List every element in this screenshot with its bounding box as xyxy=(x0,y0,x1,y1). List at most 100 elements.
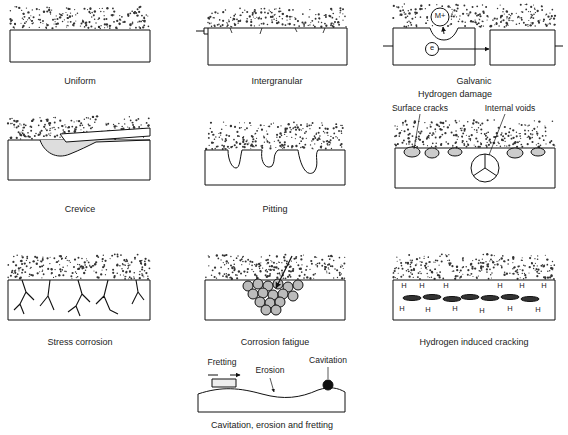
speckle-dot xyxy=(77,264,78,265)
speckle-dot xyxy=(235,147,236,148)
speckle-dot xyxy=(232,271,234,273)
speckle-dot xyxy=(245,140,247,142)
speckle-dot xyxy=(148,117,150,119)
speckle-dot xyxy=(544,125,545,126)
speckle-dot xyxy=(24,271,26,273)
speckle-dot xyxy=(76,120,77,121)
speckle-dot xyxy=(338,130,340,132)
speckle-dot xyxy=(504,271,506,273)
speckle-dot xyxy=(404,12,405,13)
speckle-dot xyxy=(516,23,518,25)
speckle-dot xyxy=(303,25,305,27)
speckle-dot xyxy=(48,9,50,11)
speckle-dot xyxy=(295,257,297,259)
speckle-dot xyxy=(227,277,228,278)
speckle-dot xyxy=(451,13,453,15)
speckle-dot xyxy=(66,26,67,27)
speckle-dot xyxy=(312,138,314,140)
speckle-dot xyxy=(250,19,251,20)
speckle-dot xyxy=(305,269,307,271)
speckle-dot xyxy=(552,268,553,269)
speckle-dot xyxy=(298,25,300,27)
speckle-dot xyxy=(550,17,552,19)
speckle-dot xyxy=(406,143,407,144)
speckle-dot xyxy=(523,22,525,24)
speckle-dot xyxy=(141,274,143,276)
speckle-dot xyxy=(474,144,475,145)
speckle-dot xyxy=(112,272,114,274)
speckle-dot xyxy=(395,144,396,145)
speckle-dot xyxy=(247,143,249,145)
speckle-dot xyxy=(141,260,143,262)
speckle-dot xyxy=(461,128,462,129)
speckle-dot xyxy=(392,17,394,19)
speckle-dot xyxy=(532,14,533,15)
speckle-dot xyxy=(541,6,542,7)
speckle-dot xyxy=(281,144,283,146)
speckle-dot xyxy=(210,122,212,124)
speckle-dot xyxy=(460,128,462,130)
speckle-dot xyxy=(94,18,96,20)
speckle-dot xyxy=(306,266,308,268)
speckle-dot xyxy=(300,124,302,126)
speckle-dot xyxy=(230,17,231,18)
speckle-dot xyxy=(282,144,284,146)
speckle-dot xyxy=(293,127,295,129)
speckle-dot xyxy=(517,141,519,143)
speckle-dot xyxy=(29,136,31,138)
speckle-dot xyxy=(115,27,117,29)
speckle-dot xyxy=(23,124,25,126)
speckle-dot xyxy=(500,146,502,148)
speckle-dot xyxy=(252,138,254,140)
speckle-dot xyxy=(428,135,430,137)
speckle-dot xyxy=(411,143,413,145)
speckle-dot xyxy=(435,259,437,261)
speckle-dot xyxy=(14,6,15,7)
speckle-dot xyxy=(223,145,225,147)
speckle-dot xyxy=(127,126,128,127)
speckle-dot xyxy=(313,278,314,279)
speckle-dot xyxy=(322,124,324,126)
speckle-dot xyxy=(44,124,46,126)
speckle-dot xyxy=(462,136,463,137)
speckle-dot xyxy=(440,144,442,146)
speckle-dot xyxy=(17,273,19,275)
speckle-dot xyxy=(287,23,288,24)
speckle-dot xyxy=(402,9,404,11)
speckle-dot xyxy=(531,134,532,135)
speckle-dot xyxy=(312,138,314,140)
speckle-dot xyxy=(485,135,487,137)
speckle-dot xyxy=(467,143,468,144)
speckle-dot xyxy=(145,272,147,274)
speckle-dot xyxy=(46,23,47,24)
speckle-dot xyxy=(47,257,49,259)
speckle-dot xyxy=(469,11,471,13)
speckle-dot xyxy=(323,131,324,132)
speckle-dot xyxy=(32,260,34,262)
speckle-dot xyxy=(141,260,142,261)
speckle-dot xyxy=(269,265,271,267)
speckle-dot xyxy=(485,138,487,140)
speckle-dot xyxy=(24,16,26,18)
speckle-dot xyxy=(114,128,115,129)
speckle-dot xyxy=(276,263,277,264)
speckle-dot xyxy=(83,272,85,274)
speckle-dot xyxy=(408,13,410,15)
speckle-dot xyxy=(303,277,305,279)
speckle-dot xyxy=(408,275,410,277)
speckle-dot xyxy=(546,13,548,15)
speckle-dot xyxy=(522,257,523,258)
speckle-dot xyxy=(520,138,521,139)
speckle-dot xyxy=(470,20,472,22)
speckle-dot xyxy=(246,139,247,140)
speckle-dot xyxy=(67,8,69,10)
speckle-dot xyxy=(222,254,224,256)
speckle-dot xyxy=(502,19,504,21)
speckle-dot xyxy=(38,125,40,127)
speckle-dot xyxy=(141,15,143,17)
speckle-dot xyxy=(432,132,433,133)
speckle-dot xyxy=(550,274,552,276)
speckle-dot xyxy=(133,278,135,280)
speckle-dot xyxy=(476,132,477,133)
speckle-dot xyxy=(476,15,478,17)
